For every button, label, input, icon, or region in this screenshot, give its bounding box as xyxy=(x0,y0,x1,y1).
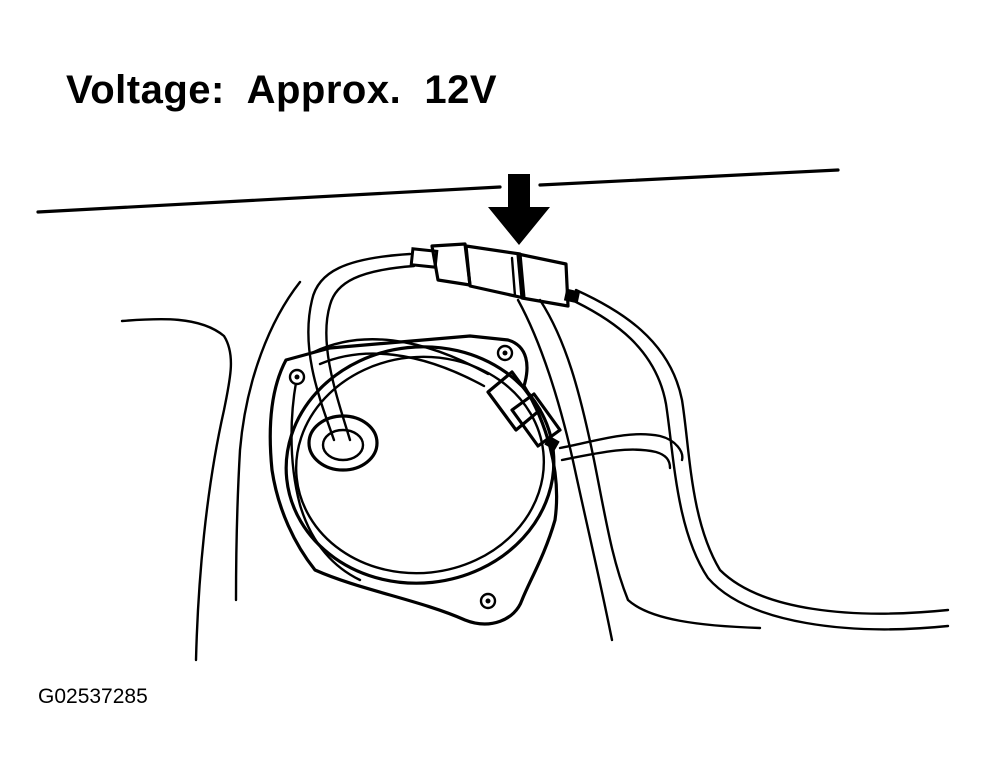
floor-contour-left xyxy=(120,317,233,662)
harness-wire-left-edge xyxy=(325,264,416,442)
indicator-arrow xyxy=(488,174,550,245)
fuel-pump-connector-icon xyxy=(409,242,581,308)
screw-icon xyxy=(496,344,514,362)
harness-wire-left xyxy=(307,252,412,442)
screw-icon xyxy=(479,592,497,610)
figure-id: G02537285 xyxy=(38,685,148,708)
screw-icon xyxy=(288,368,306,386)
harness-branch-wire-edge xyxy=(318,352,486,388)
body-channel-line xyxy=(538,298,762,630)
voltage-heading: Voltage: Approx. 12V xyxy=(66,68,498,112)
harness-wire-right xyxy=(574,288,950,615)
body-channel-line xyxy=(516,298,614,642)
harness-branch-wire xyxy=(312,338,490,376)
sender-wire-edge xyxy=(560,448,672,470)
harness-wire-right-edge xyxy=(574,300,950,631)
wire-grommet-inner xyxy=(321,428,365,462)
cover-plate-inner-edge xyxy=(290,370,362,582)
floor-recess-line xyxy=(234,280,302,602)
body-edge-line xyxy=(36,168,840,214)
sender-connector-icon xyxy=(486,370,562,451)
wire-grommet-outer xyxy=(307,414,379,472)
pump-flange-ring-outer xyxy=(284,345,556,585)
